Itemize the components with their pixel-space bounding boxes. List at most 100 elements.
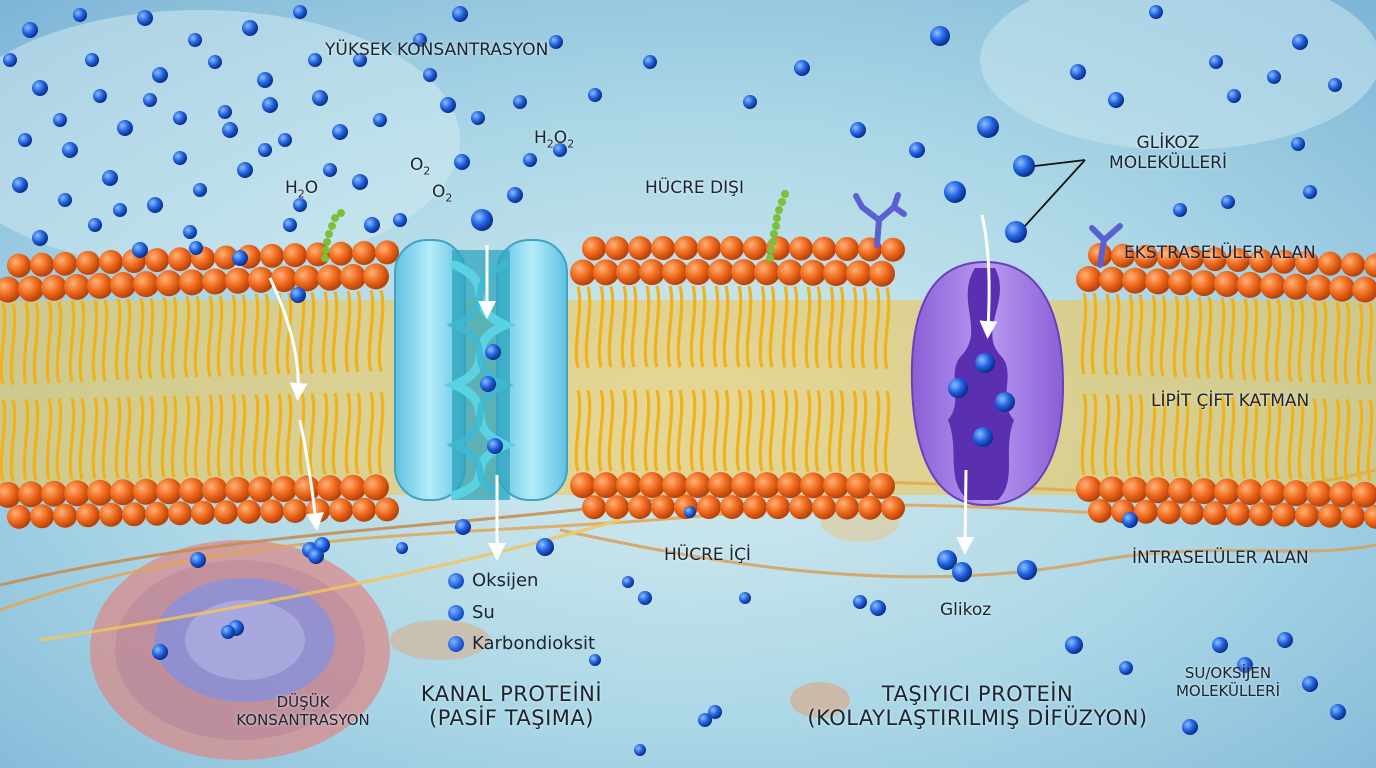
lipid-head: [0, 481, 21, 508]
lipid-head: [720, 236, 744, 261]
formula-hydrogen-peroxide: H2O2: [534, 128, 575, 151]
lipid-tail: [1126, 294, 1134, 377]
lipid-tail: [850, 286, 858, 369]
lipid-tail: [68, 300, 76, 383]
molecule: [853, 595, 867, 609]
molecule: [62, 142, 78, 158]
molecule: [1119, 661, 1133, 675]
lipid-tail: [1182, 395, 1190, 478]
lipid-head: [605, 236, 629, 261]
lipid-head: [835, 495, 859, 520]
molecule: [1277, 632, 1293, 648]
molecule: [850, 122, 866, 138]
lipid-head: [835, 237, 859, 262]
lipid-tail: [0, 303, 7, 386]
lipid-tail: [1343, 398, 1351, 481]
lipid-head: [685, 259, 711, 286]
lipid-head: [133, 271, 159, 298]
lipid-tail: [630, 285, 638, 368]
lipid-tail: [620, 285, 628, 368]
molecule: [1013, 155, 1035, 177]
lipid-tail: [722, 389, 730, 472]
formula-oxygen-b: O2: [432, 182, 453, 205]
lipid-head: [1260, 272, 1286, 299]
lipid-head: [708, 259, 734, 286]
lipid-tail: [758, 389, 766, 472]
lipid-head: [812, 495, 836, 520]
lipid-tail: [354, 392, 362, 475]
molecule: [1227, 89, 1241, 103]
lipid-tail: [597, 285, 605, 368]
lipid-head: [1076, 475, 1102, 502]
lipid-head: [628, 495, 652, 520]
label-intracellular-space: İNTRASELÜLER ALAN: [1132, 548, 1309, 568]
legend-item-carbon-dioxide: Karbondioksit: [448, 633, 595, 654]
lipid-head: [1191, 270, 1217, 297]
lipid-tail: [354, 290, 362, 373]
lipid-head: [1226, 501, 1250, 526]
lipid-head: [1249, 248, 1273, 273]
lipid-tail: [630, 389, 638, 472]
lipid-tail: [206, 394, 214, 477]
lipid-head: [191, 500, 215, 525]
molecule: [698, 713, 712, 727]
lipid-tail: [653, 389, 661, 472]
diffusion-arrow-upper: [268, 277, 308, 401]
lipid-tail: [344, 392, 352, 475]
lipid-tail: [873, 287, 881, 370]
lipid-head: [812, 236, 836, 261]
molecule: [1267, 70, 1281, 84]
lipid-tail: [850, 390, 858, 473]
label-high-concentration: YÜKSEK KONSANTRASYON: [325, 40, 549, 60]
lipid-head: [283, 498, 307, 523]
lipid-tail: [367, 391, 375, 474]
lipid-head: [271, 266, 297, 293]
lipid-head: [766, 495, 790, 520]
lipid-head: [317, 264, 343, 291]
lipid-tail: [321, 291, 329, 374]
lipid-tail: [55, 398, 63, 481]
lipid-head: [570, 472, 596, 499]
lipid-head: [7, 504, 31, 529]
molecule: [1005, 221, 1027, 243]
lipid-tail: [584, 286, 592, 368]
molecule: [32, 80, 48, 96]
label-glucose-molecules-line2: MOLEKÜLLERİ: [1109, 153, 1227, 173]
lipid-head: [800, 259, 826, 286]
molecule: [102, 170, 118, 186]
lipid-tail: [262, 293, 270, 376]
legend-item-oxygen: Oksijen: [448, 570, 538, 591]
lipid-tail: [45, 398, 53, 481]
lipid-head: [375, 240, 399, 265]
lipid-tail: [216, 295, 224, 377]
molecule: [536, 538, 554, 556]
molecule: [290, 287, 306, 303]
lipid-head: [145, 248, 169, 273]
lipid-tail: [377, 391, 385, 474]
lipid-head: [731, 259, 757, 286]
lipid-head: [869, 472, 895, 499]
lipid-tail: [147, 297, 155, 380]
lipid-tail: [607, 285, 615, 368]
molecule: [975, 353, 995, 373]
molecule: [471, 209, 493, 231]
lipid-head: [122, 502, 146, 527]
lipid-tail: [101, 299, 109, 382]
lipid-head: [294, 475, 320, 502]
lipid-head: [99, 502, 123, 527]
lipid-tail: [9, 399, 17, 482]
lipid-tail: [170, 395, 178, 478]
label-low-concentration-line1: DÜŞÜK: [276, 693, 330, 711]
lipid-head: [616, 259, 642, 286]
molecule: [1221, 195, 1235, 209]
lipid-tail: [229, 294, 237, 377]
molecule: [189, 241, 203, 255]
molecule: [232, 250, 248, 266]
lipid-head: [1134, 499, 1158, 524]
lipid-head: [823, 260, 849, 287]
lipid-tail: [666, 285, 674, 368]
molecule: [152, 644, 168, 660]
label-water-oxygen-line1: SU/OKSİJEN: [1184, 664, 1272, 682]
molecule: [634, 744, 646, 756]
